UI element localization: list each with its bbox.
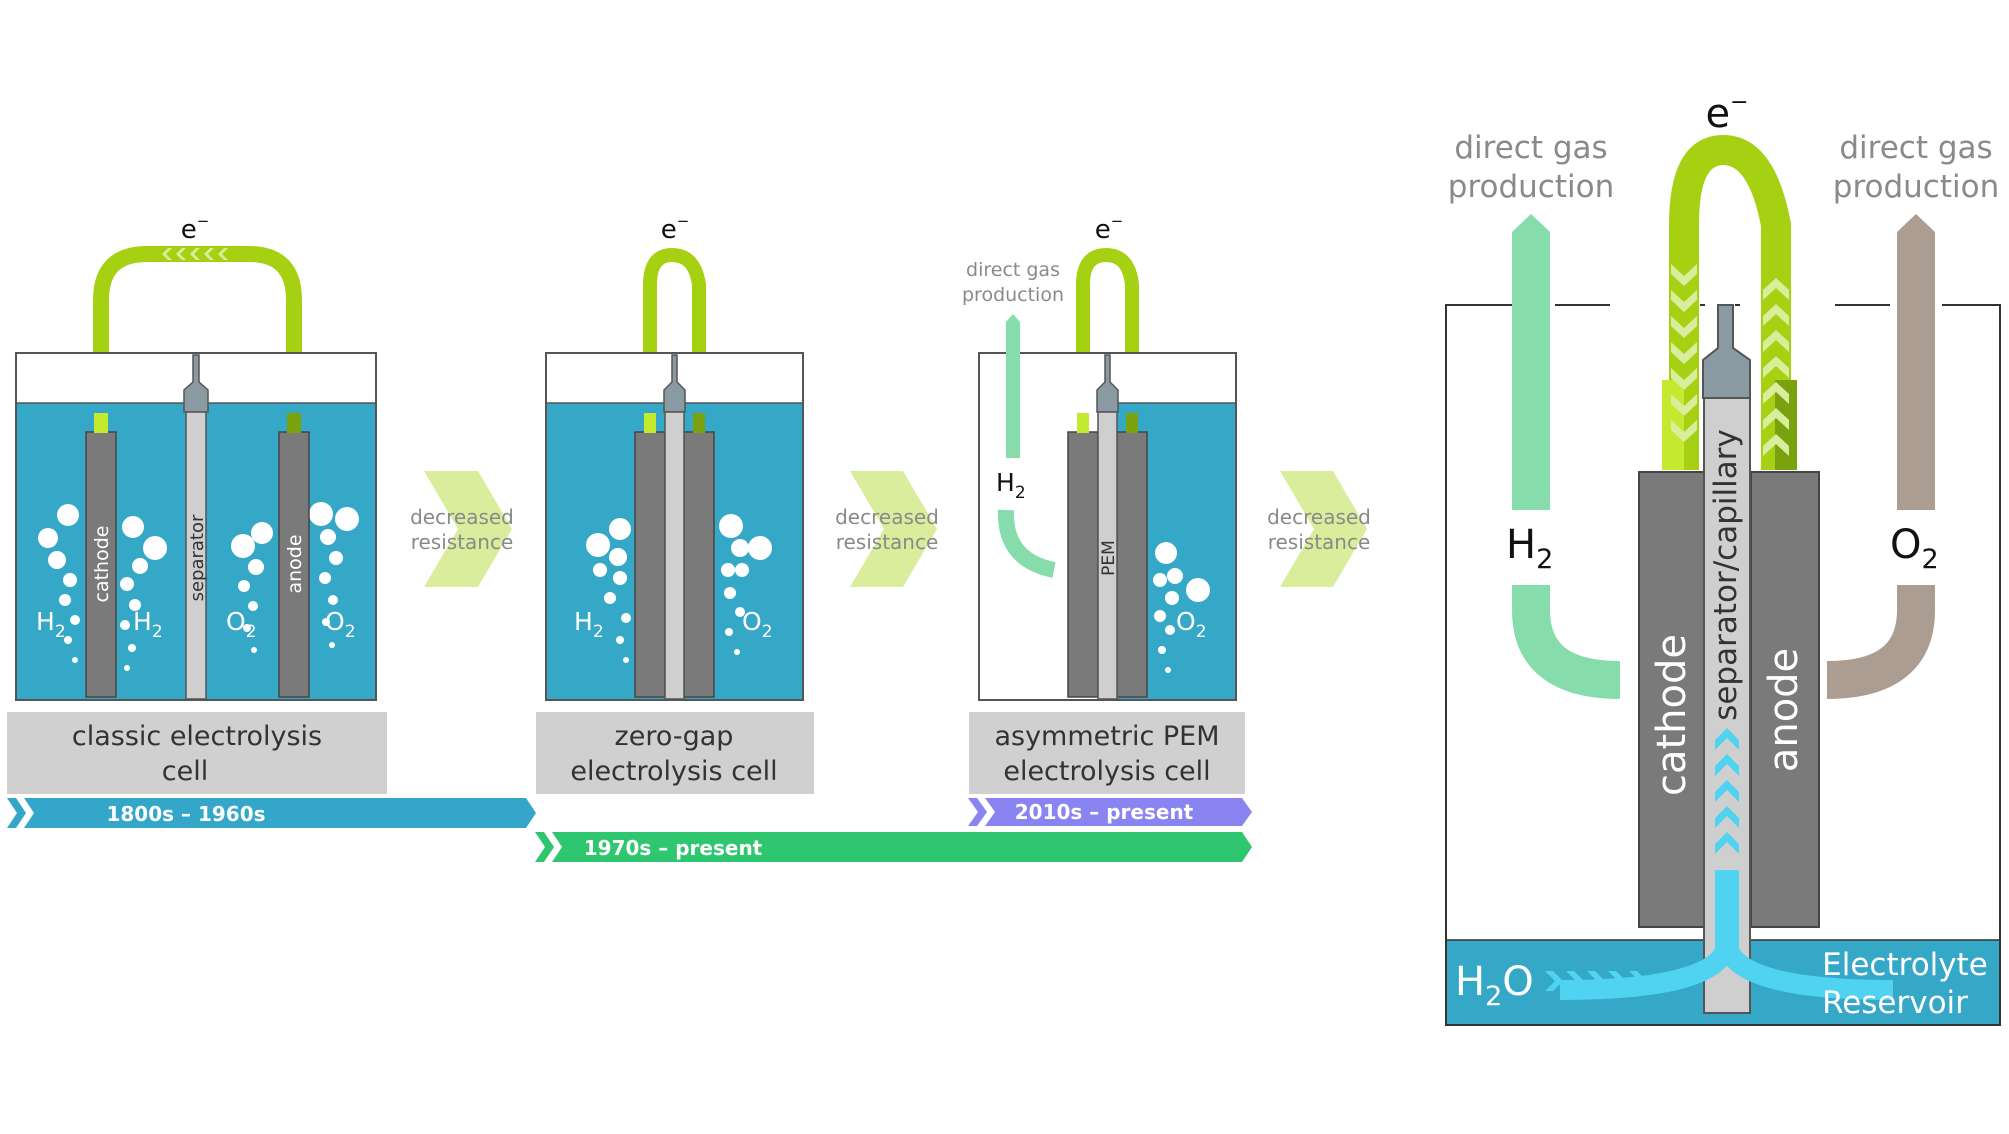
pem-bubbles <box>1153 542 1210 673</box>
timeline-era-2: 1970s – present <box>535 832 1252 862</box>
timeline-era-1-label: 1800s – 1960s <box>106 802 265 826</box>
pem-title-box <box>969 712 1245 794</box>
zero-gap-anode <box>683 431 715 698</box>
capillary-direct-left-line1: direct gas <box>1454 130 1607 166</box>
classic-cathode-label: cathode <box>91 526 113 603</box>
zero-gap-title-line2: electrolysis cell <box>570 756 777 787</box>
capillary-anode-label: anode <box>1761 648 1807 772</box>
zero-gap-bubbles <box>586 514 772 663</box>
zero-gap-electron: e− <box>661 212 690 245</box>
capillary-separator-cap <box>1702 304 1751 399</box>
capillary-electron: e− <box>1705 90 1748 137</box>
resistance-arrow-1-line1: decreased <box>410 505 514 529</box>
capillary-cell: cathode anode separator/capillary e− dir… <box>1445 90 2001 1026</box>
zero-gap-title-box <box>536 712 814 794</box>
classic-separator-cap <box>183 354 209 413</box>
pem-h2-gas-tube-upper <box>1006 314 1020 458</box>
classic-gas-h2-right: H2 <box>133 607 163 642</box>
capillary-wire <box>1669 134 1791 470</box>
classic-gas-o2-left: O2 <box>226 607 257 642</box>
capillary-h2-tube-upper <box>1512 214 1550 510</box>
classic-wire-chevrons <box>162 248 228 260</box>
capillary-cathode-label: cathode <box>1649 634 1695 796</box>
zero-gap-separator-cap <box>663 354 686 413</box>
zero-gap-cathode <box>634 431 666 698</box>
pem-gas-o2: O2 <box>1176 607 1207 642</box>
capillary-water-label: H2O <box>1455 959 1534 1012</box>
zero-gap-gas-h2: H2 <box>574 607 604 642</box>
capillary-direct-right-line1: direct gas <box>1839 130 1992 166</box>
classic-title-line1: classic electrolysis <box>72 721 322 752</box>
classic-anode <box>278 431 310 698</box>
classic-title-box <box>7 712 387 794</box>
capillary-reservoir-line2: Reservoir <box>1822 985 1968 1021</box>
zero-gap-cell: e− H2 O2 zero-gap electrolysis cell <box>536 212 814 794</box>
classic-separator-label: separator <box>187 514 208 601</box>
capillary-direct-left-line2: production <box>1448 169 1614 205</box>
classic-title-line2: cell <box>162 756 208 787</box>
resistance-arrow-2-line2: resistance <box>836 530 939 554</box>
capillary-anode <box>1750 471 1820 928</box>
pem-h2-gas-tube-lower <box>997 509 1056 578</box>
pem-membrane-cap <box>1096 354 1119 413</box>
timeline-era-1: 1800s – 1960s <box>7 798 536 828</box>
pem-cathode <box>1067 431 1099 698</box>
capillary-o2-tube-lower <box>1826 585 1935 699</box>
pem-title-line1: asymmetric PEM <box>994 721 1219 752</box>
capillary-gas-h2: H2 <box>1506 522 1553 575</box>
capillary-wire-chevrons <box>1671 264 1789 456</box>
resistance-arrow-1: decreased resistance <box>410 471 514 587</box>
zero-gap-separator <box>664 411 685 700</box>
timeline-era-3-label: 2010s – present <box>1015 800 1194 824</box>
pem-direct-gas-line1: direct gas <box>966 259 1060 281</box>
resistance-arrow-3-line1: decreased <box>1267 505 1371 529</box>
capillary-water-chevrons <box>1545 728 1739 991</box>
pem-membrane <box>1097 411 1118 700</box>
pem-wire <box>1076 247 1139 420</box>
capillary-h2-tube-lower <box>1512 585 1621 699</box>
timeline-era-3: 2010s – present <box>968 798 1252 826</box>
resistance-arrow-3-line2: resistance <box>1268 530 1371 554</box>
capillary-cathode <box>1638 471 1708 928</box>
pem-anode <box>1116 431 1148 698</box>
timeline: 1800s – 1960s 2010s – present 1970s – pr… <box>7 798 1252 862</box>
classic-bubbles <box>38 502 359 671</box>
classic-wire <box>93 246 302 420</box>
zero-gap-title-line1: zero-gap <box>615 721 734 752</box>
pem-cell: PEM e− direct gas production H2 O2 asymm… <box>962 212 1245 794</box>
pem-gas-h2: H2 <box>996 468 1026 503</box>
capillary-gas-o2: O2 <box>1890 522 1939 575</box>
classic-electron: e− <box>181 212 210 245</box>
pem-membrane-label: PEM <box>1099 540 1119 576</box>
classic-separator <box>185 411 207 700</box>
classic-anode-label: anode <box>284 534 306 593</box>
classic-gas-h2-left: H2 <box>36 607 66 642</box>
capillary-reservoir-line1: Electrolyte <box>1822 947 1988 983</box>
capillary-o2-tube-upper <box>1897 214 1935 510</box>
capillary-direct-right-line2: production <box>1833 169 1999 205</box>
pem-title-line2: electrolysis cell <box>1003 756 1210 787</box>
capillary-separator-label: separator/capillary <box>1708 429 1744 721</box>
zero-gap-gas-o2: O2 <box>742 607 773 642</box>
capillary-tank <box>1445 304 2001 1026</box>
pem-direct-gas-line2: production <box>962 284 1064 306</box>
zero-gap-wire <box>643 247 706 420</box>
classic-cathode <box>85 431 117 698</box>
classic-gas-o2-right: O2 <box>325 607 356 642</box>
classic-cell: cathode anode separator e− H2 H2 O2 O2 c… <box>7 212 387 794</box>
resistance-arrow-3: decreased resistance <box>1267 471 1371 587</box>
resistance-arrow-2-line1: decreased <box>835 505 939 529</box>
resistance-arrow-1-line2: resistance <box>411 530 514 554</box>
timeline-era-2-label: 1970s – present <box>584 836 763 860</box>
resistance-arrow-2: decreased resistance <box>835 471 939 587</box>
pem-electron: e− <box>1095 212 1124 245</box>
